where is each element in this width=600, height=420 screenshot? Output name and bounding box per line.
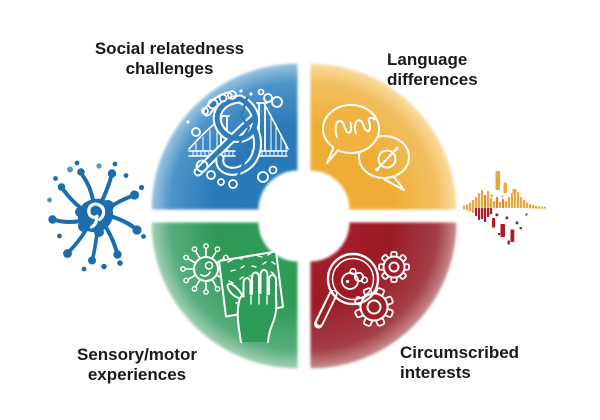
neuron-splat-icon [47,160,146,272]
label-language-differences: Language differences [387,50,478,89]
label-line: Social relatedness [94,39,245,58]
label-line: Circumscribed [400,343,520,362]
donut-quadrants [151,63,457,369]
label-line: Language [387,50,468,69]
speech-bubbles-icon [322,104,410,191]
label-sensory-motor: Sensory/motor experiences [47,345,227,384]
splat-squiggle [87,202,106,229]
magnifier-gears-icon [314,251,410,329]
label-circumscribed-interests: Circumscribed interests [400,343,519,382]
label-social-relatedness: Social relatedness challenges [77,39,262,78]
label-line: Sensory/motor [77,345,197,364]
label-line: differences [387,69,478,89]
label-line: experiences [87,364,187,384]
label-line: interests [400,362,471,382]
soundwave-icon [463,171,546,245]
label-line: challenges [125,58,214,78]
tangled-ribbon-bridge-icon [186,88,289,189]
virus-hand-texture-icon [180,243,284,343]
